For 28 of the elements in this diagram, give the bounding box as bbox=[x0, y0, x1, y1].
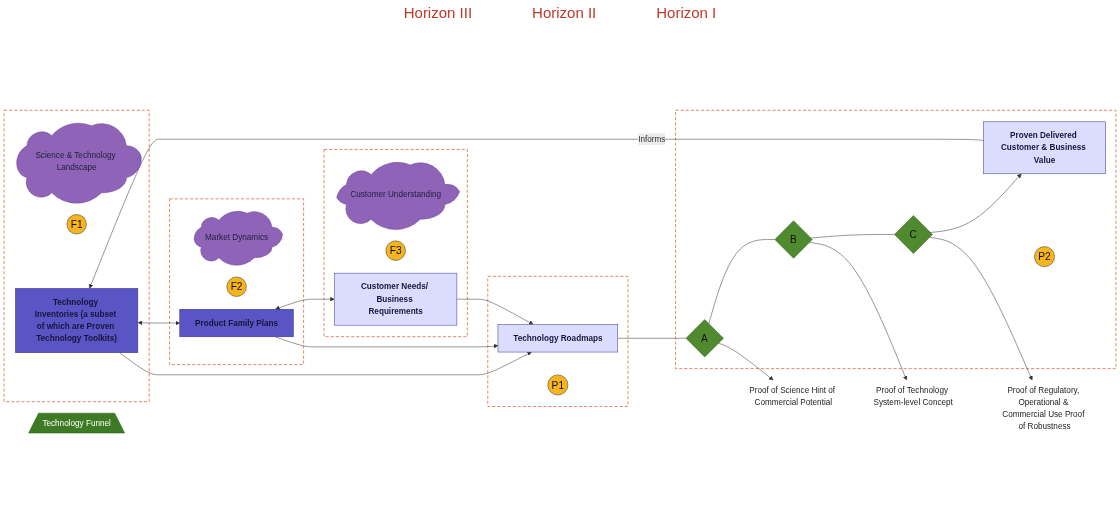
node-circle: P2 bbox=[1034, 246, 1055, 267]
node-text: Proof of Regulatory, Operational & Commercial Use Proof of Robustness bbox=[1002, 385, 1085, 431]
node-diamond: B bbox=[774, 220, 813, 259]
cluster bbox=[487, 275, 629, 407]
node-circle: F1 bbox=[66, 214, 87, 235]
node-box: Product Family Plans bbox=[179, 309, 294, 338]
cluster bbox=[169, 198, 304, 365]
node-box: Technology Inventories (a subset of which are Proven Technology Toolkits) bbox=[15, 288, 139, 353]
node-diamond: C bbox=[894, 215, 933, 254]
node-box: Technology Roadmaps bbox=[497, 324, 618, 353]
node-box: Customer Needs/ Business Requirements bbox=[334, 272, 458, 326]
node-circle: P1 bbox=[547, 374, 569, 396]
edge-label: Informs bbox=[638, 134, 666, 144]
horizon-label: Horizon I bbox=[656, 4, 717, 21]
horizon-label: Horizon III bbox=[403, 4, 473, 21]
connector bbox=[617, 338, 686, 339]
connector bbox=[708, 239, 775, 325]
node-circle: F3 bbox=[385, 240, 406, 261]
cluster bbox=[323, 149, 468, 338]
cluster bbox=[675, 109, 1117, 369]
node-text: Proof of Science Hint of Commercial Potential bbox=[749, 385, 836, 407]
connector bbox=[810, 234, 895, 239]
cluster bbox=[3, 109, 150, 403]
node-text: Proof of Technology System-level Concept bbox=[873, 385, 953, 407]
node-box: Proven Delivered Customer & Business Value bbox=[983, 121, 1106, 175]
node-circle: F2 bbox=[226, 276, 247, 297]
horizon-label: Horizon II bbox=[532, 4, 597, 21]
node-diamond: A bbox=[685, 319, 724, 358]
